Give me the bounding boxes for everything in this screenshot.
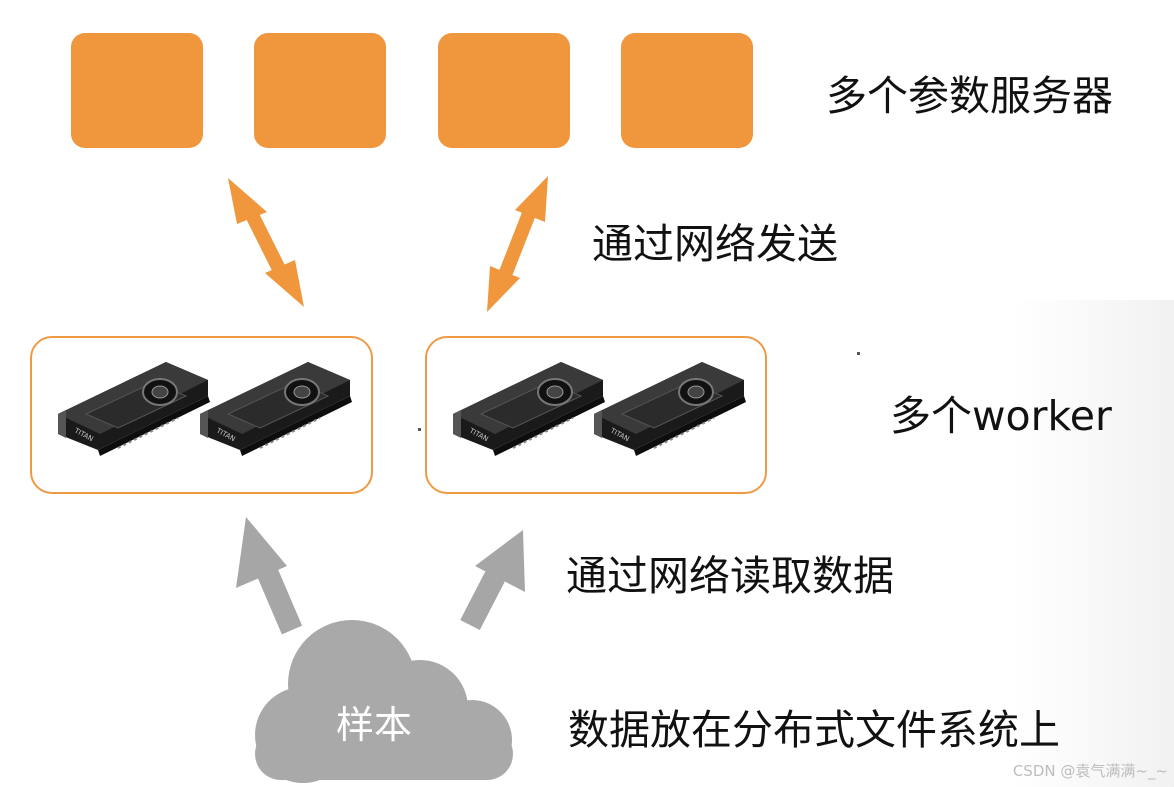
stray-mark <box>857 352 860 355</box>
double-arrow-icon <box>487 176 548 312</box>
parameter-server-2 <box>254 33 386 148</box>
parameter-server-4 <box>621 33 753 148</box>
label-distributed-fs: 数据放在分布式文件系统上 <box>568 706 1060 754</box>
cloud-label: 样本 <box>336 703 413 747</box>
label-read-over-network: 通过网络读取数据 <box>566 552 894 600</box>
gpu-card-icon <box>593 361 747 457</box>
parameter-server-3 <box>438 33 570 148</box>
up-arrow-icon <box>460 530 525 631</box>
label-send-over-network: 通过网络发送 <box>592 220 838 268</box>
gpu-card-icon <box>452 361 606 457</box>
up-arrow-icon <box>236 517 303 635</box>
background-shade <box>1014 300 1174 787</box>
label-parameter-servers: 多个参数服务器 <box>826 72 1113 120</box>
stray-mark <box>418 428 421 431</box>
parameter-server-1 <box>71 33 203 148</box>
cloud-icon <box>255 620 513 783</box>
gpu-card-icon <box>199 361 353 457</box>
watermark: CSDN @袁气满满~_~ <box>1012 762 1168 780</box>
gpu-card-icon <box>57 361 211 457</box>
label-workers: 多个worker <box>890 392 1112 440</box>
double-arrow-icon <box>228 178 304 307</box>
